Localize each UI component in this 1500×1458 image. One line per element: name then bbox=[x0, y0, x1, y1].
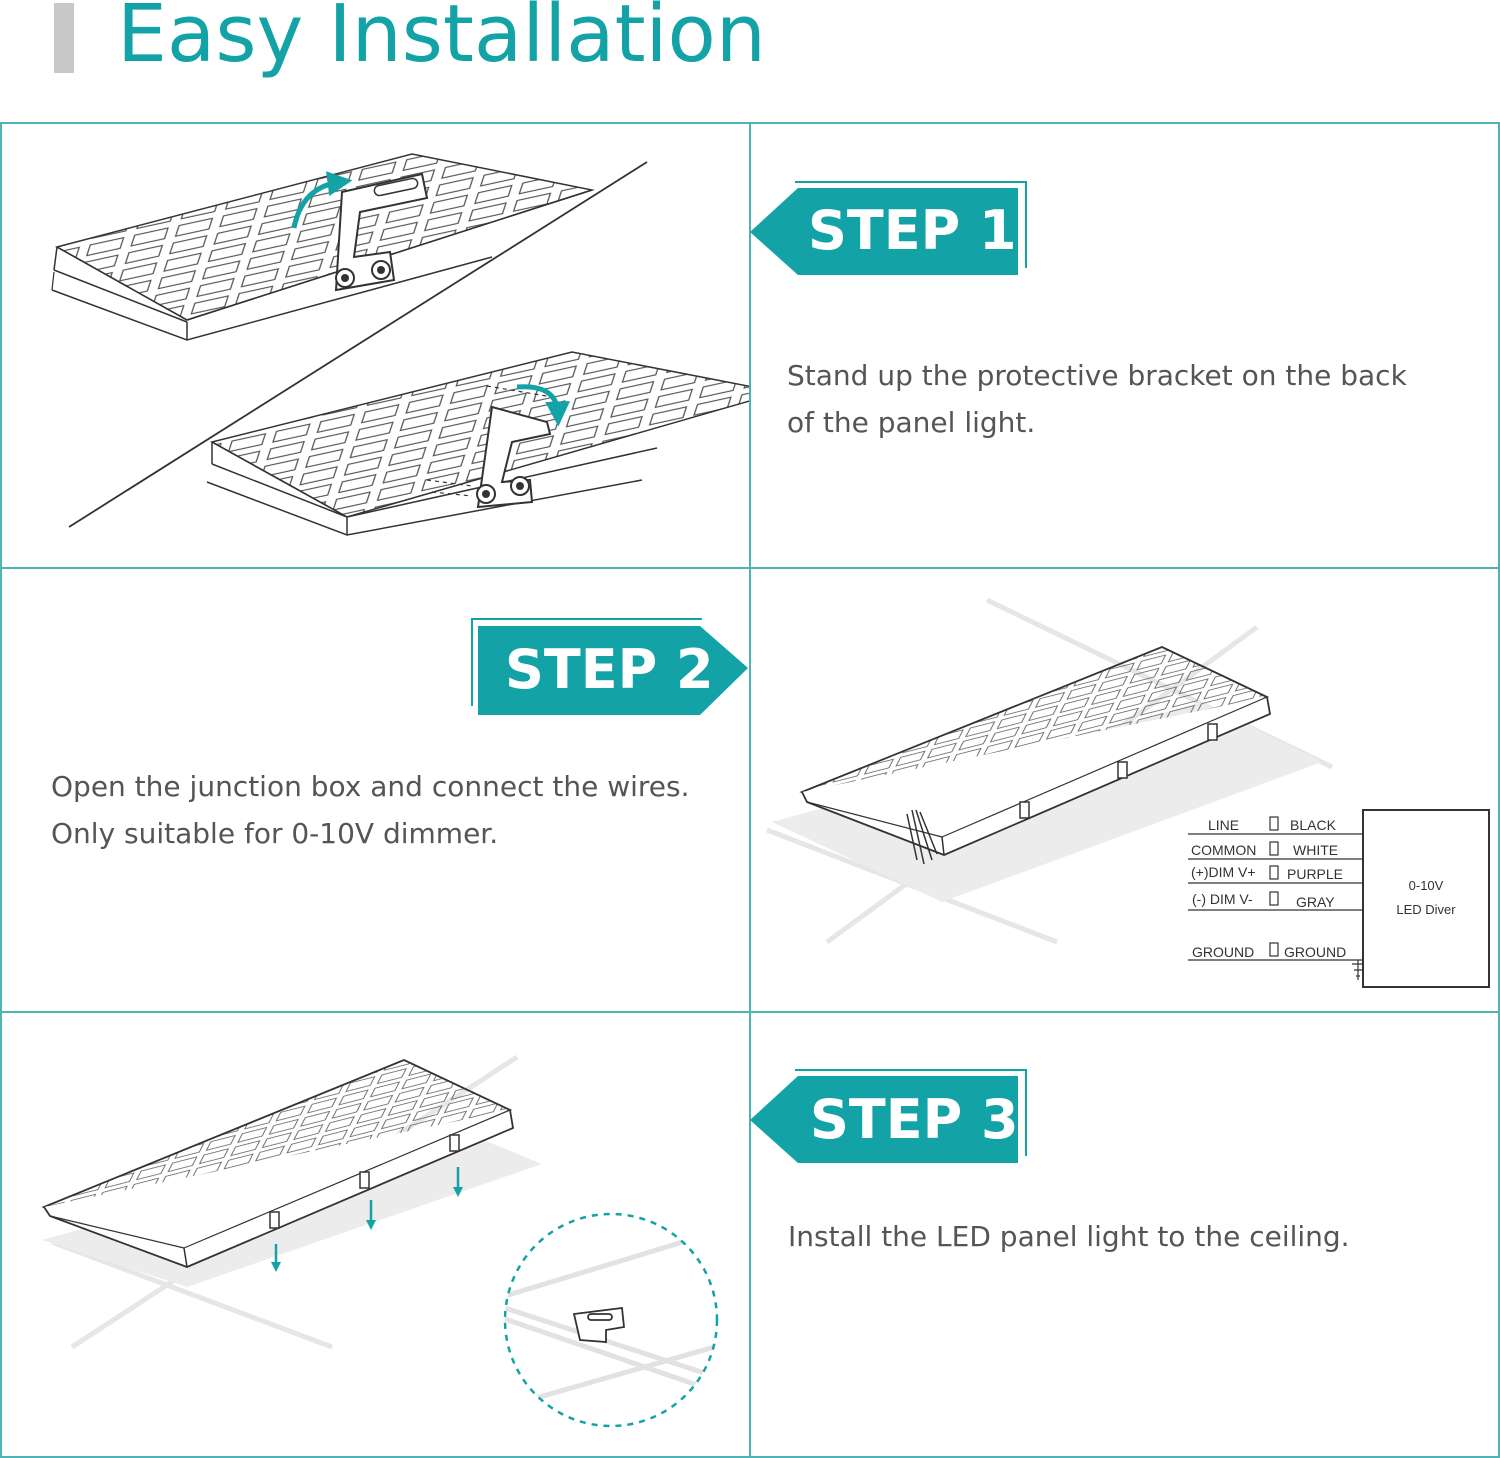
detail-bracket bbox=[572, 1306, 625, 1343]
step3-label: STEP 3 bbox=[810, 1088, 1019, 1151]
step2-badge: STEP 2 bbox=[470, 618, 750, 718]
step3-desc-line1: Install the LED panel light to the ceili… bbox=[788, 1220, 1350, 1253]
wire-right-ground: GROUND bbox=[1284, 944, 1346, 960]
step1-desc-line1: Stand up the protective bracket on the b… bbox=[787, 359, 1407, 392]
wire-left-common: COMMON bbox=[1191, 842, 1256, 858]
upper-panel bbox=[51, 153, 595, 341]
bracket-illustration bbox=[51, 153, 749, 536]
wire-left-dimminus: (-) DIM V- bbox=[1192, 891, 1253, 907]
led-driver-box: 0-10V LED Diver bbox=[1362, 809, 1490, 988]
wire-left-ground: GROUND bbox=[1192, 944, 1254, 960]
led-panel bbox=[41, 1059, 515, 1268]
wiring-illustration: LINE BLACK COMMON WHITE (+)DIM V+ PURPLE… bbox=[766, 597, 1490, 988]
panel-clips bbox=[1019, 723, 1218, 819]
step3-illustration-cell bbox=[0, 1011, 751, 1458]
step2-desc-line2: Only suitable for 0-10V dimmer. bbox=[51, 817, 499, 850]
driver-line2: LED Diver bbox=[1396, 902, 1456, 917]
step1-label: STEP 1 bbox=[808, 199, 1017, 262]
step1-desc-line2: of the panel light. bbox=[787, 406, 1036, 439]
step2-illustration-cell: LINE BLACK COMMON WHITE (+)DIM V+ PURPLE… bbox=[749, 567, 1500, 1013]
down-arrows bbox=[271, 1167, 463, 1272]
wire-right-black: BLACK bbox=[1290, 817, 1337, 833]
step2-description: Open the junction box and connect the wi… bbox=[51, 763, 690, 857]
step2-label: STEP 2 bbox=[505, 638, 714, 701]
led-panel bbox=[799, 646, 1272, 856]
panel-clips bbox=[269, 1134, 460, 1229]
driver-line1: 0-10V bbox=[1409, 878, 1444, 893]
step1-illustration-cell bbox=[0, 122, 751, 569]
diagonal-divider bbox=[68, 161, 648, 528]
wire-left-dimplus: (+)DIM V+ bbox=[1191, 864, 1256, 880]
upper-bracket bbox=[291, 171, 429, 292]
title-accent-bar bbox=[54, 3, 74, 73]
page-title: Easy Installation bbox=[117, 0, 766, 80]
step3-badge: STEP 3 bbox=[750, 1068, 1030, 1168]
step3-description: Install the LED panel light to the ceili… bbox=[788, 1213, 1350, 1260]
lower-bracket bbox=[426, 384, 571, 509]
detail-zoom-circle bbox=[503, 1212, 719, 1428]
wire-left-line: LINE bbox=[1208, 817, 1239, 833]
step1-description: Stand up the protective bracket on the b… bbox=[787, 352, 1407, 446]
install-illustration bbox=[41, 1054, 719, 1428]
wire-right-white: WHITE bbox=[1293, 842, 1338, 858]
step3-text-cell bbox=[749, 1011, 1500, 1458]
junction-wires bbox=[906, 809, 938, 865]
wiring-table: LINE BLACK COMMON WHITE (+)DIM V+ PURPLE… bbox=[1188, 816, 1364, 980]
step1-badge: STEP 1 bbox=[750, 180, 1030, 280]
wire-right-gray: GRAY bbox=[1296, 894, 1335, 910]
step2-desc-line1: Open the junction box and connect the wi… bbox=[51, 770, 690, 803]
wire-right-purple: PURPLE bbox=[1287, 866, 1343, 882]
